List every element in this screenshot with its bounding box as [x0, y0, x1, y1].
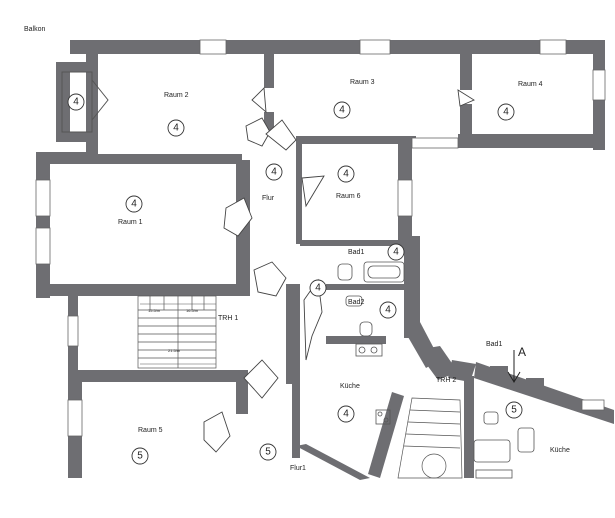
- stair-dim-1: 15.5/m: [148, 308, 161, 313]
- badges: [67, 93, 523, 465]
- room-label-flur1: Flur1: [290, 465, 306, 472]
- badge-bad1: 4: [393, 247, 399, 258]
- windows: [35, 39, 606, 437]
- section-marker-label: A: [518, 345, 526, 359]
- exterior-walls: [36, 40, 614, 480]
- room-label-raum1: Raum 1: [118, 219, 143, 226]
- room-label-bad1: Bad1: [348, 249, 364, 256]
- dimension-lines: [140, 303, 216, 365]
- room-label-kueche-right: Küche: [550, 447, 570, 454]
- badge-bad1-right: 5: [511, 405, 517, 416]
- badge-balcony: 4: [73, 97, 79, 108]
- room-label-raum5: Raum 5: [138, 427, 163, 434]
- room-label-flur: Flur: [262, 195, 275, 202]
- badge-raum1: 4: [131, 199, 137, 210]
- badge-flur1: 5: [265, 447, 271, 458]
- badge-raum6: 4: [343, 169, 349, 180]
- badge-raum4: 4: [503, 107, 509, 118]
- balcony: [61, 71, 109, 133]
- badge-flur: 4: [271, 167, 277, 178]
- room-label-raum6: Raum 6: [336, 193, 361, 200]
- badge-bad2: 4: [385, 305, 391, 316]
- room-label-raum2: Raum 2: [164, 92, 189, 99]
- badge-raum3: 4: [339, 105, 345, 116]
- room-label-bad1-right: Bad1: [486, 341, 502, 348]
- stair-dim-2: 16.5/m: [186, 308, 199, 313]
- badge-raum5: 5: [137, 451, 143, 462]
- room-label-bad2: Bad2: [348, 299, 364, 306]
- room-label-raum4: Raum 4: [518, 81, 543, 88]
- stair-dim-3: 21.5/m: [168, 348, 181, 353]
- section-marker: [507, 350, 521, 383]
- room-label-raum3: Raum 3: [350, 79, 375, 86]
- room-label-trh2: TRH 2: [436, 377, 456, 384]
- room-label-kueche: Küche: [340, 383, 360, 390]
- badge-kueche: 4: [343, 409, 349, 420]
- staircase-trh2: [397, 397, 463, 479]
- door-swings: [203, 86, 475, 453]
- staircase-trh1: [137, 295, 217, 369]
- badge-flur-lower: 4: [315, 283, 321, 294]
- room-label-trh1: TRH 1: [218, 315, 238, 322]
- bathroom-fixtures: [337, 261, 535, 479]
- balcony-label: Balkon: [24, 26, 46, 33]
- badge-raum2: 4: [173, 123, 179, 134]
